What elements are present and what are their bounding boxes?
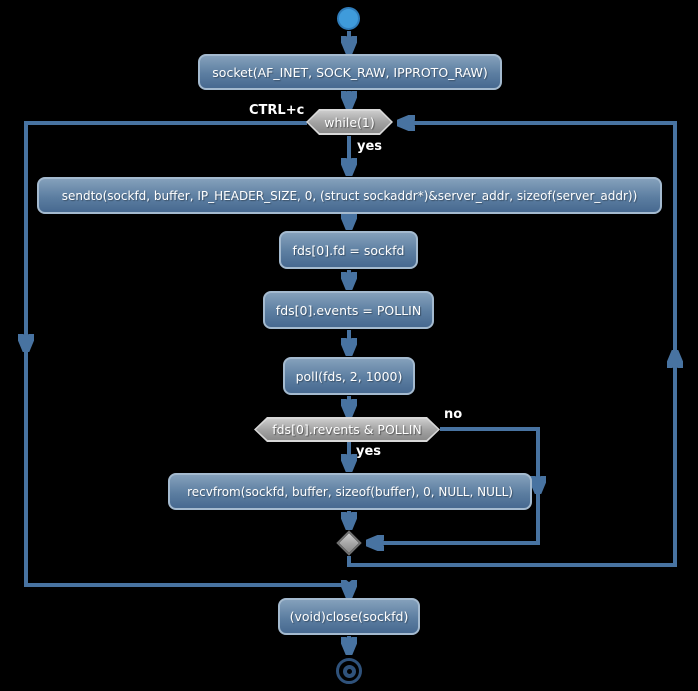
edge-ctrlc-lower bbox=[24, 351, 349, 595]
activity-poll: poll(fds, 2, 1000) bbox=[283, 357, 415, 395]
activity-recvfrom: recvfrom(sockfd, buffer, sizeof(buffer),… bbox=[168, 473, 532, 510]
end-node-inner-ring bbox=[342, 664, 356, 678]
start-node bbox=[337, 7, 360, 30]
end-node bbox=[336, 658, 362, 684]
edge-loopback-top bbox=[400, 123, 677, 350]
decision-revents: fds[0].revents & POLLIN bbox=[254, 417, 440, 442]
edge-label-ctrl-c: CTRL+c bbox=[249, 103, 305, 118]
activity-close: (void)close(sockfd) bbox=[278, 598, 420, 635]
edge-label-yes-revents: yes bbox=[356, 444, 382, 459]
decision-while-label: while(1) bbox=[308, 111, 391, 133]
edge-no-branch-upper bbox=[440, 427, 538, 491]
activity-sendto: sendto(sockfd, buffer, IP_HEADER_SIZE, 0… bbox=[37, 177, 662, 214]
activity-socket: socket(AF_INET, SOCK_RAW, IPPROTO_RAW) bbox=[198, 54, 502, 90]
edge-loopback-bottom bbox=[347, 353, 675, 567]
activity-fd-assign: fds[0].fd = sockfd bbox=[279, 231, 418, 269]
edge-label-no: no bbox=[444, 407, 463, 422]
decision-revents-label: fds[0].revents & POLLIN bbox=[256, 419, 438, 440]
activity-events-assign: fds[0].events = POLLIN bbox=[263, 291, 434, 329]
edge-no-branch-lower bbox=[369, 493, 540, 543]
edge-ctrlc-upper bbox=[26, 121, 307, 349]
decision-while: while(1) bbox=[306, 109, 393, 135]
edge-label-yes-while: yes bbox=[357, 139, 383, 154]
